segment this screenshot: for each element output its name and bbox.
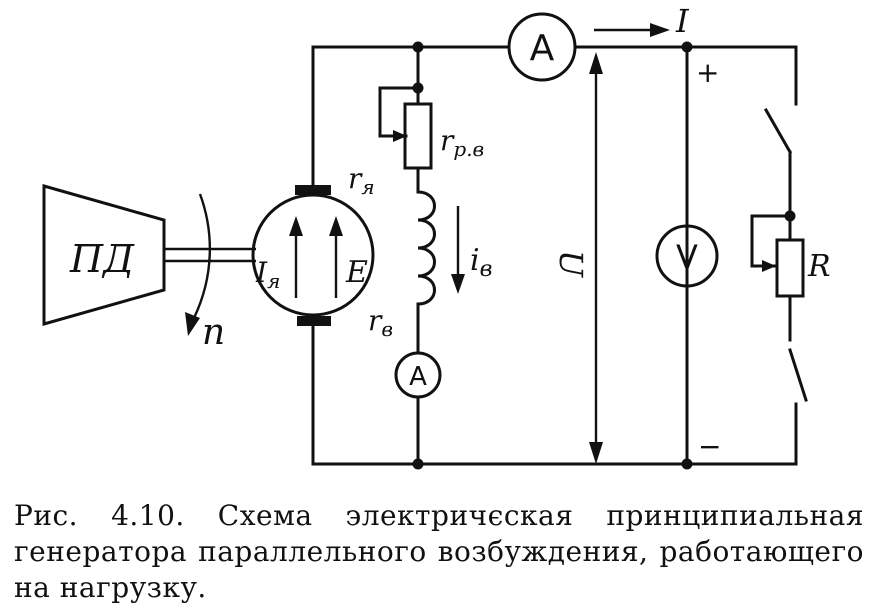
line-ammeter [507, 12, 577, 82]
line-current-arrowhead [650, 23, 670, 37]
field-rheostat-subscript: р.в [453, 137, 484, 161]
plus-terminal-label: + [696, 56, 719, 89]
armature-current-subscript: я [267, 269, 280, 293]
field-rheostat-label: rр.в [440, 124, 484, 161]
field-rheostat-slider-arrow [393, 130, 407, 142]
rotation-arrow [192, 193, 211, 319]
brush-top [295, 185, 331, 195]
junction-top-output [681, 41, 693, 53]
prime-mover-label: ПД [69, 237, 135, 281]
line-current-label: I [675, 2, 690, 40]
junction-load-rheostat [784, 210, 796, 222]
load-switch-bottom-blade [788, 348, 808, 402]
figure-caption: Рис. 4.10. Схема электричєская принципиа… [14, 499, 864, 604]
load-rheostat-slider-arrow [762, 260, 776, 272]
junction-field-rheostat [412, 82, 424, 94]
junction-bottom-field [412, 458, 424, 470]
line-ammeter-label: A [530, 28, 555, 69]
wire-left-top [311, 45, 511, 187]
field-current-symbol: i [470, 243, 480, 278]
load-wire-top [685, 45, 798, 106]
wire-left-bottom [311, 324, 798, 466]
field-resistance-symbol: r [368, 304, 383, 337]
voltage-arrowhead-top [589, 52, 603, 74]
field-current-subscript: в [480, 257, 493, 282]
emf-label: E [345, 255, 368, 290]
field-ammeter-label: A [409, 362, 427, 392]
rotation-arrowhead [185, 312, 200, 336]
field-rheostat-bypass [378, 86, 420, 138]
field-rheostat-symbol: r [440, 124, 455, 157]
voltage-label: U [552, 250, 590, 278]
brush-bottom [297, 316, 331, 326]
field-rheostat [403, 102, 433, 170]
minus-terminal-label: − [698, 430, 721, 463]
field-resistance-subscript: в [381, 317, 393, 341]
armature-current-symbol: I [255, 256, 268, 289]
voltmeter-label: V [676, 238, 698, 276]
armature-current-label: Iя [255, 256, 280, 293]
field-resistance-label: rв [368, 304, 393, 341]
voltage-arrowhead-bottom [589, 442, 603, 464]
load-switch-top-blade [763, 107, 793, 155]
load-label: R [807, 249, 831, 284]
armature-current-arrowhead [289, 216, 303, 236]
armature-resistance-symbol: r [348, 162, 363, 195]
load-rheostat [775, 238, 805, 298]
voltmeter [655, 224, 719, 288]
rotation-label: n [202, 312, 225, 353]
prime-mover-body [42, 184, 166, 326]
armature-resistance-label: rя [348, 162, 375, 199]
armature-resistance-subscript: я [361, 175, 374, 199]
emf-arrowhead [329, 216, 343, 236]
field-current-label: iв [470, 243, 492, 282]
field-winding-coil [416, 190, 436, 306]
junction-top-field [412, 41, 424, 53]
circuit-diagram: ПД n Iя E rя rр.в iв rв [42, 2, 831, 470]
field-current-arrowhead [451, 274, 465, 294]
junction-bottom-output [681, 458, 693, 470]
